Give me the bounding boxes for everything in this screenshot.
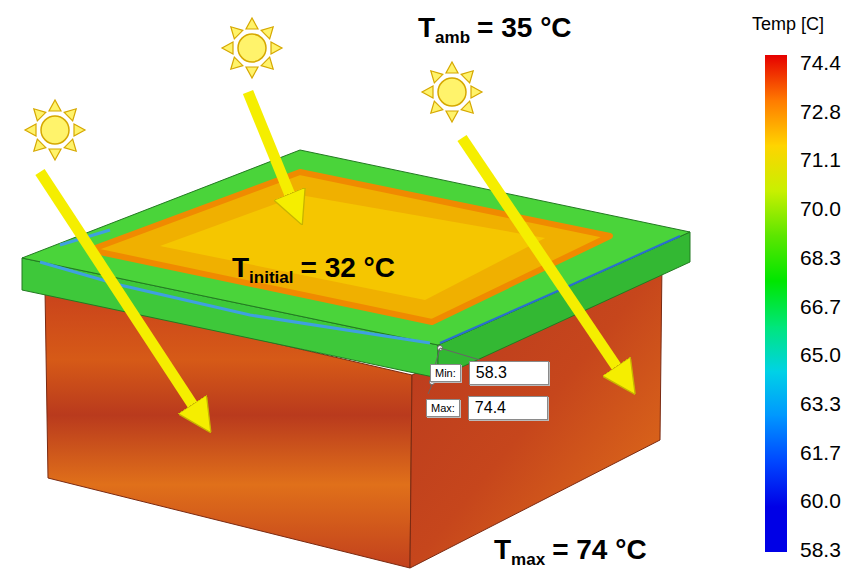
colorbar-tick: 68.3 xyxy=(800,246,841,270)
colorbar-swatch xyxy=(765,191,787,237)
colorbar-swatch xyxy=(765,236,787,282)
callout-key: Max: xyxy=(426,399,460,417)
legend-title: Temp [C] xyxy=(752,14,824,35)
value-text: = 35 °C xyxy=(477,12,571,43)
colorbar-tick: 70.0 xyxy=(800,197,841,221)
colorbar-tick: 65.0 xyxy=(800,343,841,367)
colorbar-swatch xyxy=(765,281,787,327)
temperature-label: Tmax = 74 °C xyxy=(494,534,647,570)
subscript-text: initial xyxy=(249,268,293,287)
colorbar-tick: 63.3 xyxy=(800,392,841,416)
colorbar-swatch xyxy=(765,371,787,417)
colorbar-tick: 74.4 xyxy=(800,51,841,75)
value-text: = 74 °C xyxy=(552,534,646,565)
colorbar-swatch xyxy=(765,507,787,553)
colorbar-swatch xyxy=(765,55,787,101)
colorbar-tick: 58.3 xyxy=(800,538,841,562)
temperature-label: Tinitial = 32 °C xyxy=(232,252,395,288)
colorbar-swatch xyxy=(765,145,787,191)
colorbar-swatch xyxy=(765,326,787,372)
colorbar-tick: 61.7 xyxy=(800,441,841,465)
symbol-text: T xyxy=(494,534,511,565)
callout-value: 58.3 xyxy=(469,361,549,385)
symbol-text: T xyxy=(232,252,249,283)
callout-box: Min: 58.3 xyxy=(430,361,549,385)
colorbar-tick: 72.8 xyxy=(800,100,841,124)
colorbar-tick: 71.1 xyxy=(800,148,841,172)
subscript-text: amb xyxy=(435,28,470,47)
symbol-text: T xyxy=(418,12,435,43)
callout-box: Max: 74.4 xyxy=(426,396,548,420)
callout-key: Min: xyxy=(430,364,461,382)
colorbar-swatch xyxy=(765,416,787,462)
subscript-text: max xyxy=(511,550,545,569)
value-text: = 32 °C xyxy=(301,252,395,283)
colorbar-tick: 60.0 xyxy=(800,489,841,513)
colorbar-swatch xyxy=(765,462,787,508)
colorbar-tick: 66.7 xyxy=(800,295,841,319)
colorbar-swatch xyxy=(765,100,787,146)
temperature-label: Tamb = 35 °C xyxy=(418,12,572,48)
callout-value: 74.4 xyxy=(468,396,548,420)
